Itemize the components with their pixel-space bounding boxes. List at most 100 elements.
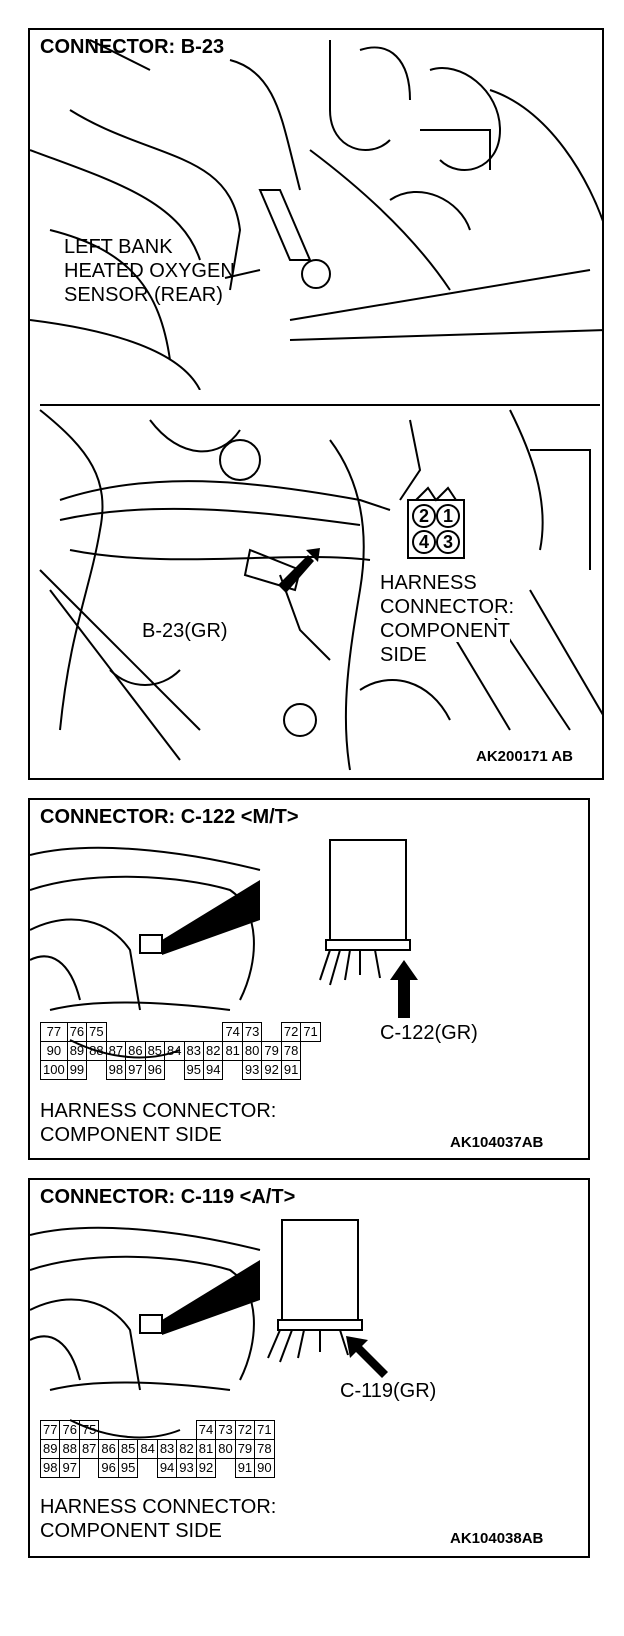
harness-label-line2: CONNECTOR:: [380, 596, 515, 618]
pin-cell: 99: [66, 1060, 88, 1080]
pin-diagram: [407, 486, 465, 559]
pin-cell: 82: [202, 1041, 224, 1061]
pin-cell: 77: [40, 1022, 68, 1042]
harness-label-line1: HARNESS: [380, 572, 477, 594]
pin-label: 3: [443, 532, 453, 552]
pin-cell: 91: [234, 1458, 256, 1478]
panel-c122: CONNECTOR: C-122 <M/T> C-122(GR) 77 76 7…: [28, 798, 590, 1160]
pin-cell: 77: [39, 1420, 61, 1440]
pin-label: 4: [419, 532, 429, 552]
pin-cell: 93: [241, 1060, 263, 1080]
pin-cell: 75: [78, 1420, 100, 1440]
pin-cell: 88: [86, 1041, 107, 1061]
sensor-label-line2: HEATED OXYGEN: [64, 260, 235, 282]
pin-cell: 80: [241, 1041, 263, 1061]
pin-cell: 83: [183, 1041, 204, 1061]
harness-label-line2: COMPONENT SIDE: [40, 1124, 222, 1146]
pin-cell: 72: [280, 1022, 302, 1042]
connector-id-label: C-122(GR): [380, 1022, 478, 1044]
pin-cell: [223, 1061, 242, 1080]
engine-illustration-bottom: 2 1 4 3: [39, 404, 602, 771]
pin-cell: 73: [215, 1420, 236, 1440]
engine-illustration-top: [30, 39, 602, 390]
pin-cell: 80: [215, 1439, 236, 1459]
pin-grid: 77 76 75 74 73 72 71 90 89 88 87 86 85 8…: [40, 1022, 321, 1080]
sensor-label-line1: LEFT BANK: [64, 236, 173, 258]
pin-cell: 75: [86, 1022, 107, 1042]
pin-row: 100 99 98 97 96 95 94 93 92 91: [40, 1060, 321, 1080]
figure-code: AK104037AB: [450, 1134, 544, 1151]
pin-cell: 84: [164, 1041, 185, 1061]
pin-cell: [165, 1023, 184, 1042]
panel-title: CONNECTOR: B-23: [40, 36, 225, 58]
sensor-label-line3: SENSOR (REAR): [64, 284, 223, 306]
pin-cell: 97: [125, 1060, 146, 1080]
harness-label-line4: SIDE: [380, 644, 427, 666]
pin-cell: [165, 1061, 184, 1080]
pin-cell: 81: [195, 1439, 217, 1459]
pin-cell: 100: [40, 1060, 68, 1080]
pin-cell: [138, 1459, 157, 1478]
pin-cell: 95: [183, 1060, 204, 1080]
pin-cell: [99, 1421, 118, 1440]
pin-cell: 86: [125, 1041, 146, 1061]
pin-label: 2: [419, 506, 429, 526]
pin-cell: [126, 1023, 145, 1042]
pin-cell: 81: [222, 1041, 243, 1061]
pin-cell: 96: [98, 1458, 119, 1478]
pin-cell: [203, 1023, 222, 1042]
pin-cell: 89: [39, 1439, 61, 1459]
pin-row: 77 76 75 74 73 72 71: [40, 1022, 321, 1042]
pin-row: 90 89 88 87 86 85 84 83 82 81 80 79 78: [40, 1041, 321, 1061]
pin-cell: 98: [39, 1458, 61, 1478]
pin-cell: 79: [261, 1041, 282, 1061]
harness-label-line3: COMPONENT: [380, 620, 510, 642]
panel-b23: CONNECTOR: B-23 LEFT BANK HEATED OXYGEN …: [28, 28, 604, 780]
harness-label-line1: HARNESS CONNECTOR:: [40, 1496, 277, 1518]
pin-cell: [87, 1061, 106, 1080]
panel-title: CONNECTOR: C-122 <M/T>: [40, 806, 299, 828]
pin-cell: [177, 1421, 196, 1440]
pin-cell: 92: [195, 1458, 217, 1478]
pin-cell: 87: [105, 1041, 127, 1061]
pin-row: 89 88 87 86 85 84 83 82 81 80 79 78: [39, 1439, 275, 1459]
pin-label: 1: [443, 506, 453, 526]
pin-cell: 86: [98, 1439, 119, 1459]
pin-cell: 97: [59, 1458, 80, 1478]
pin-cell: 76: [59, 1420, 80, 1440]
pin-cell: 72: [234, 1420, 256, 1440]
panel-title: CONNECTOR: C-119 <A/T>: [40, 1186, 296, 1208]
figure-code: AK104038AB: [450, 1530, 544, 1547]
pin-cell: [216, 1459, 235, 1478]
pin-cell: 84: [137, 1439, 158, 1459]
pin-cell: 74: [195, 1420, 217, 1440]
pin-cell: 85: [117, 1439, 139, 1459]
pin-cell: 76: [66, 1022, 88, 1042]
pin-cell: 71: [254, 1420, 275, 1440]
pin-cell: 85: [144, 1041, 166, 1061]
pin-cell: [145, 1023, 164, 1042]
dashboard-illustration: [30, 1219, 388, 1439]
pin-cell: 78: [254, 1439, 275, 1459]
pin-cell: 94: [202, 1060, 224, 1080]
pin-cell: 94: [156, 1458, 178, 1478]
pin-cell: [79, 1459, 98, 1478]
pin-cell: 93: [176, 1458, 197, 1478]
pin-cell: [138, 1421, 157, 1440]
harness-label-line1: HARNESS CONNECTOR:: [40, 1100, 277, 1122]
pin-cell: 71: [300, 1022, 321, 1042]
pin-cell: 98: [105, 1060, 127, 1080]
pin-cell: [262, 1023, 281, 1042]
pin-cell: 96: [144, 1060, 166, 1080]
harness-label-line2: COMPONENT SIDE: [40, 1520, 222, 1542]
pin-cell: 90: [254, 1458, 275, 1478]
connector-id-label: B-23(GR): [142, 620, 228, 642]
pin-cell: 89: [66, 1041, 88, 1061]
pin-cell: 88: [59, 1439, 80, 1459]
pin-cell: 95: [117, 1458, 139, 1478]
pin-row: 77 76 75 74 73 72 71: [39, 1420, 275, 1440]
panel-c119: CONNECTOR: C-119 <A/T> C-119(GR) 77 76 7…: [28, 1178, 590, 1558]
pin-cell: [106, 1023, 125, 1042]
pin-grid: 77 76 75 74 73 72 71 89 88 87 86 85 84 8…: [39, 1420, 275, 1478]
pin-cell: [118, 1421, 137, 1440]
